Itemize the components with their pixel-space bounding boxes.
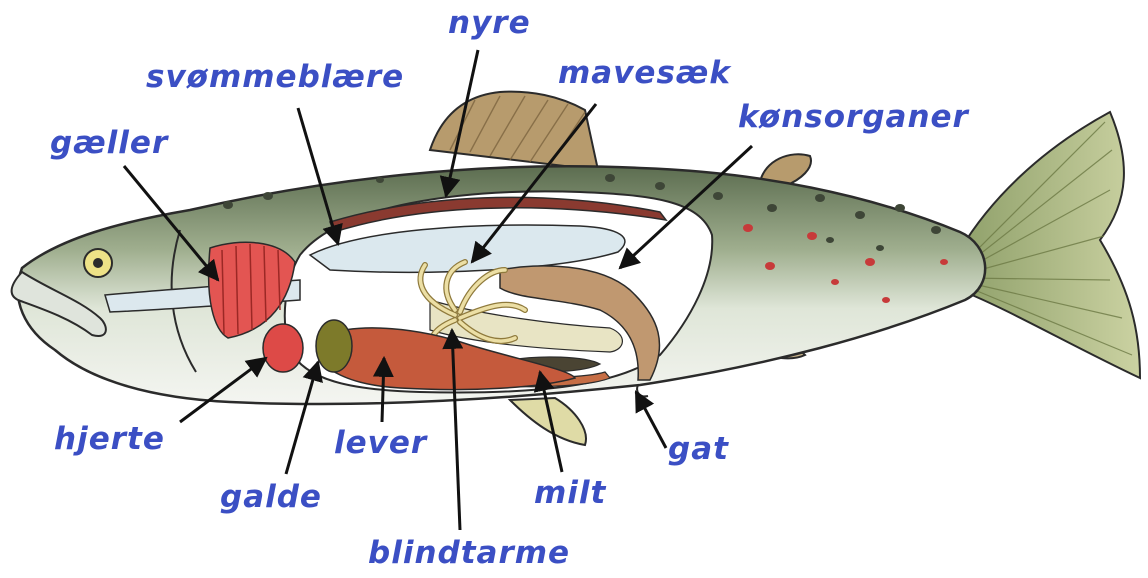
label-svommeblaere: svømmeblære: [146, 62, 404, 93]
arrow-lever: [382, 358, 384, 422]
label-mavesaek: mavesæk: [558, 58, 731, 89]
label-gat: gat: [668, 434, 729, 465]
label-konsorganer: kønsorganer: [738, 102, 969, 133]
pupil: [93, 258, 103, 268]
tail-fin: [960, 112, 1140, 378]
label-gaeller: gæller: [50, 128, 168, 159]
label-hjerte: hjerte: [54, 424, 165, 455]
label-blindtarme: blindtarme: [368, 538, 570, 569]
arrow-gat: [636, 392, 666, 448]
label-lever: lever: [334, 428, 427, 459]
label-galde: galde: [220, 482, 322, 513]
gall-bladder: [316, 320, 352, 372]
label-milt: milt: [534, 478, 606, 509]
label-nyre: nyre: [448, 8, 531, 39]
heart: [263, 324, 303, 372]
